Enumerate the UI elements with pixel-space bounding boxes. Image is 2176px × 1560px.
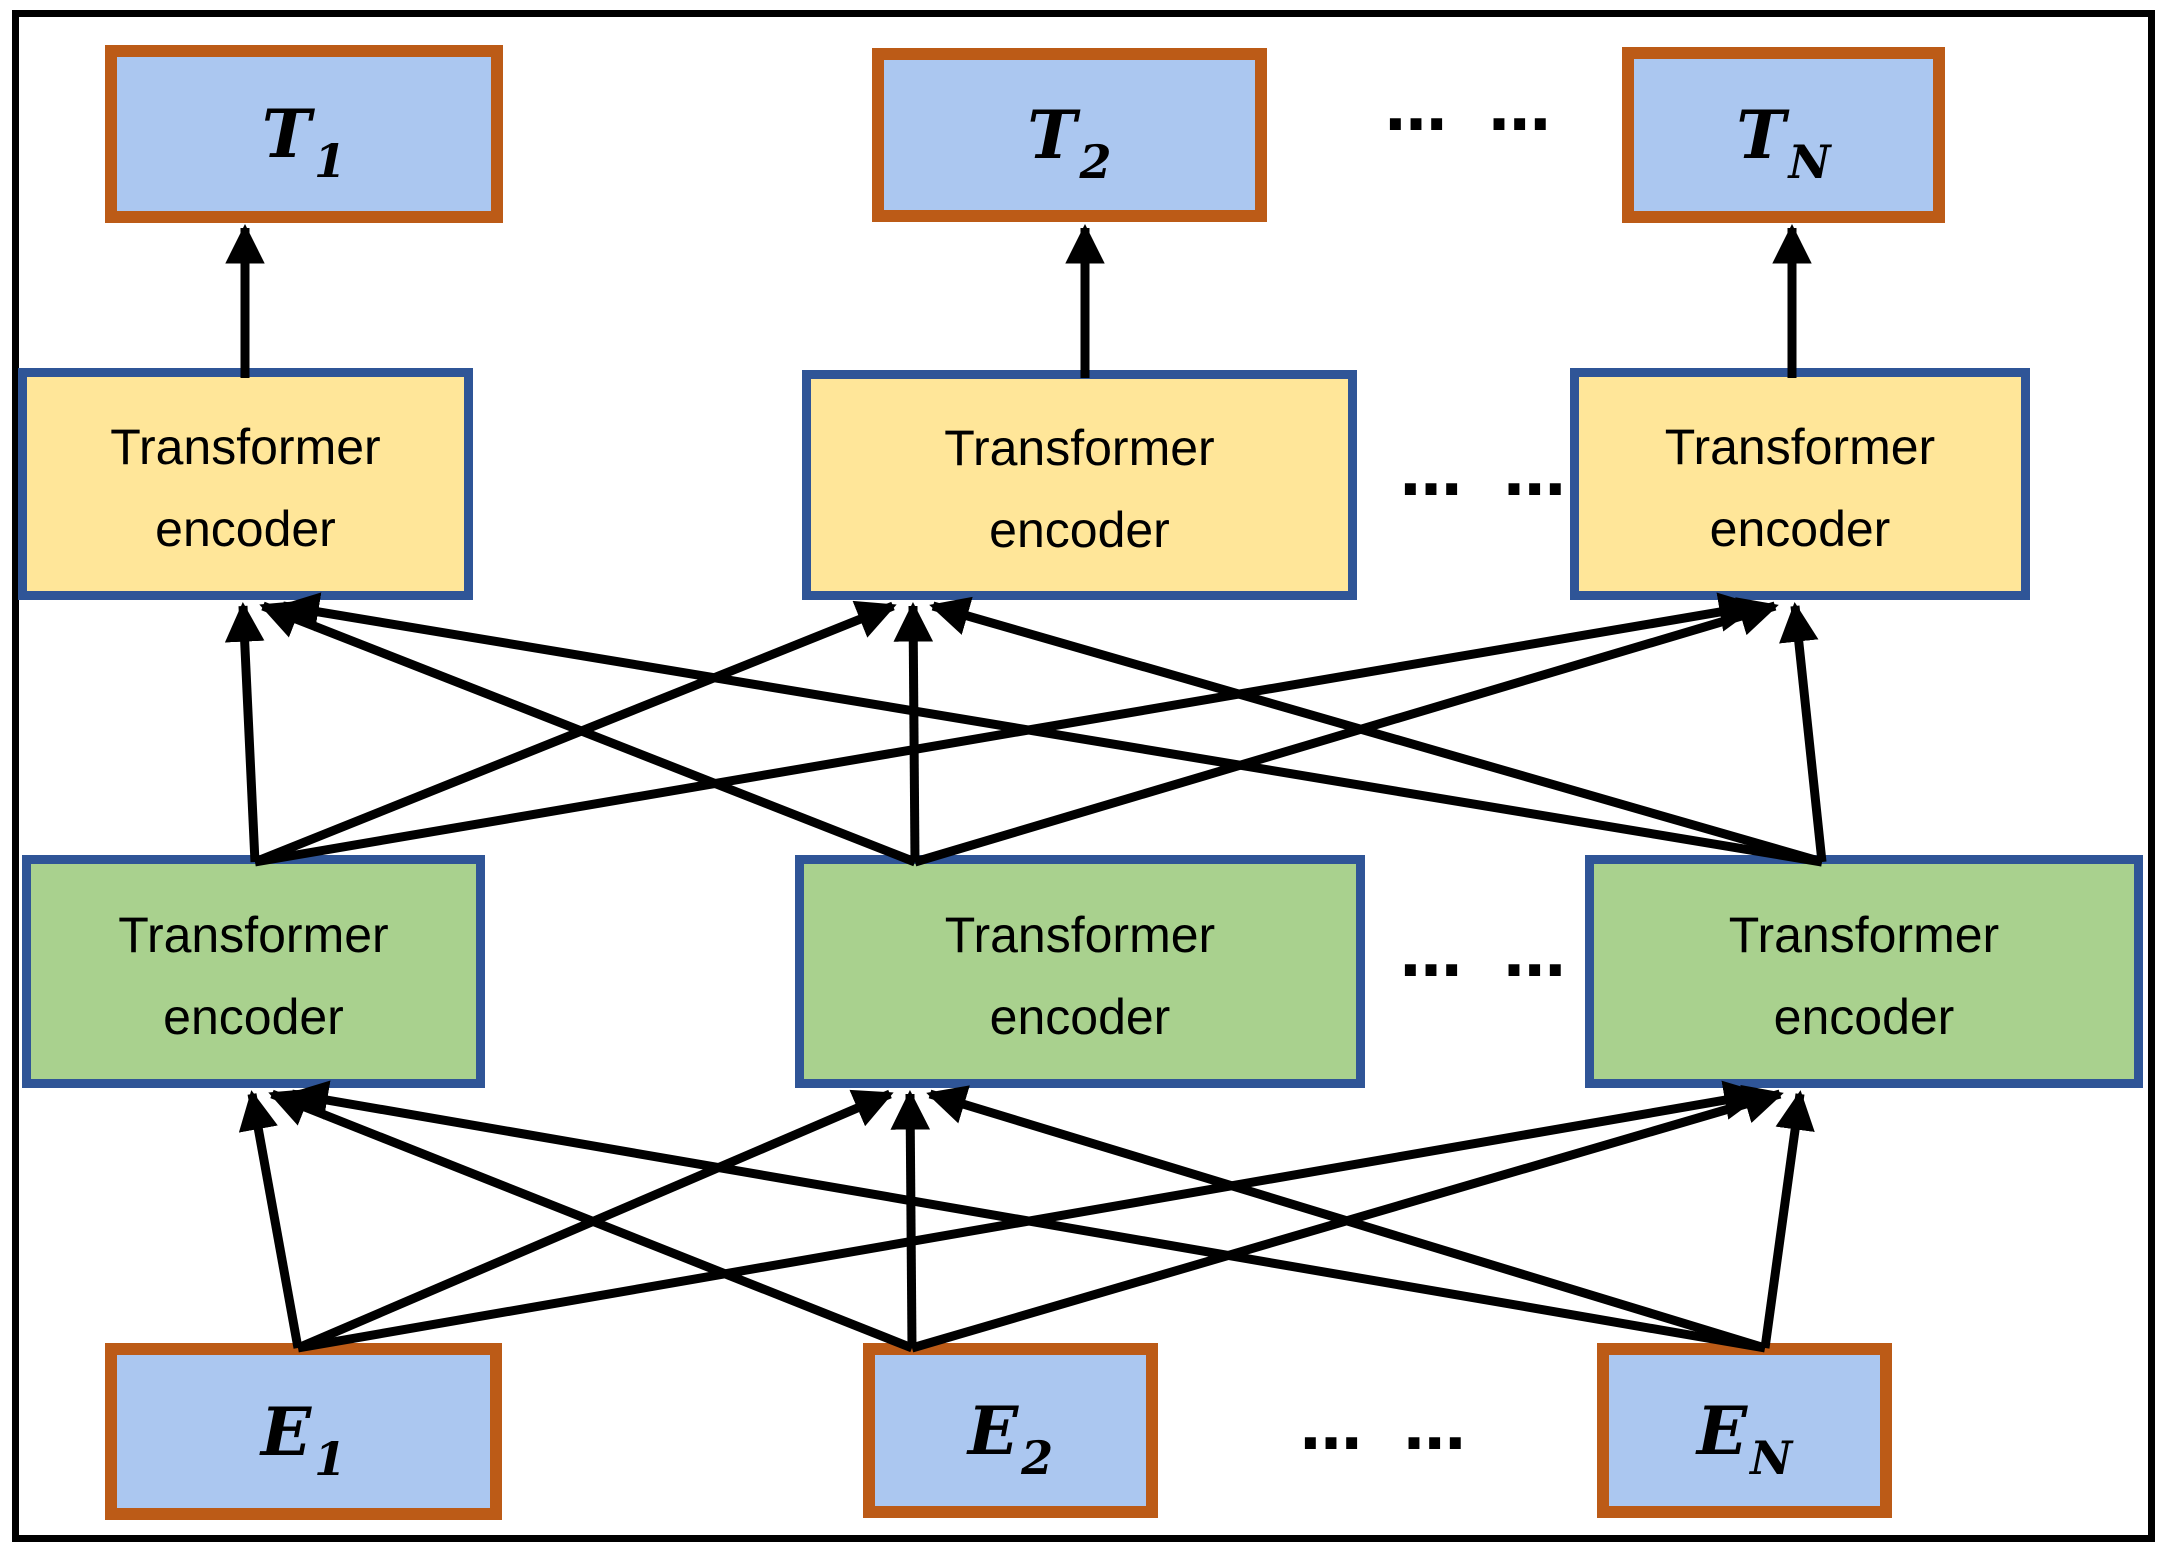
encoder-top-1-line1: Transformer (110, 419, 381, 475)
embedding-box-en: EN (1597, 1343, 1892, 1518)
encoder-bottom-2: Transformer encoder (795, 855, 1365, 1088)
encoder-bottom-2-line2: encoder (989, 988, 1171, 1045)
encoder-top-2: Transformer encoder (802, 370, 1357, 600)
encoder-bottom-2-line1: Transformer (944, 906, 1216, 963)
t-row-ellipsis: … … (1385, 72, 1553, 145)
encoder-top-1-line2: encoder (155, 501, 336, 557)
encoder-top-1: Transformer encoder (18, 368, 473, 600)
encoder-top-3: Transformer encoder (1570, 368, 2030, 600)
en-label: EN (1696, 1391, 1793, 1485)
encoder-bottom-3-line2: encoder (1773, 988, 1955, 1045)
encoder-bottom-3: Transformer encoder (1585, 855, 2143, 1088)
output-box-tn: TN (1622, 47, 1945, 223)
encoder-top-3-line2: encoder (1709, 501, 1891, 557)
diagram-frame (12, 10, 2155, 1542)
encoder-bottom-ellipsis: … … (1400, 918, 1568, 991)
e2-label: E2 (967, 1391, 1054, 1485)
embedding-box-e1: E1 (105, 1343, 502, 1520)
encoder-bottom-1: Transformer encoder (22, 855, 485, 1088)
tn-label: TN (1736, 96, 1831, 189)
t1-label: T1 (261, 95, 347, 188)
encoder-bottom-1-line1: Transformer (118, 906, 389, 963)
encoder-top-ellipsis: … … (1400, 437, 1568, 510)
encoder-top-3-line1: Transformer (1664, 419, 1936, 475)
t2-label: T2 (1027, 96, 1112, 189)
encoder-top-2-line2: encoder (989, 502, 1170, 558)
encoder-bottom-1-line2: encoder (163, 988, 344, 1045)
embedding-box-e2: E2 (863, 1343, 1158, 1518)
encoder-bottom-3-line1: Transformer (1728, 906, 2000, 963)
output-box-t1: T1 (105, 45, 503, 223)
e1-label: E1 (260, 1392, 347, 1486)
encoder-top-2-line1: Transformer (944, 420, 1215, 476)
output-box-t2: T2 (872, 48, 1267, 222)
e-row-ellipsis: … … (1300, 1391, 1468, 1464)
